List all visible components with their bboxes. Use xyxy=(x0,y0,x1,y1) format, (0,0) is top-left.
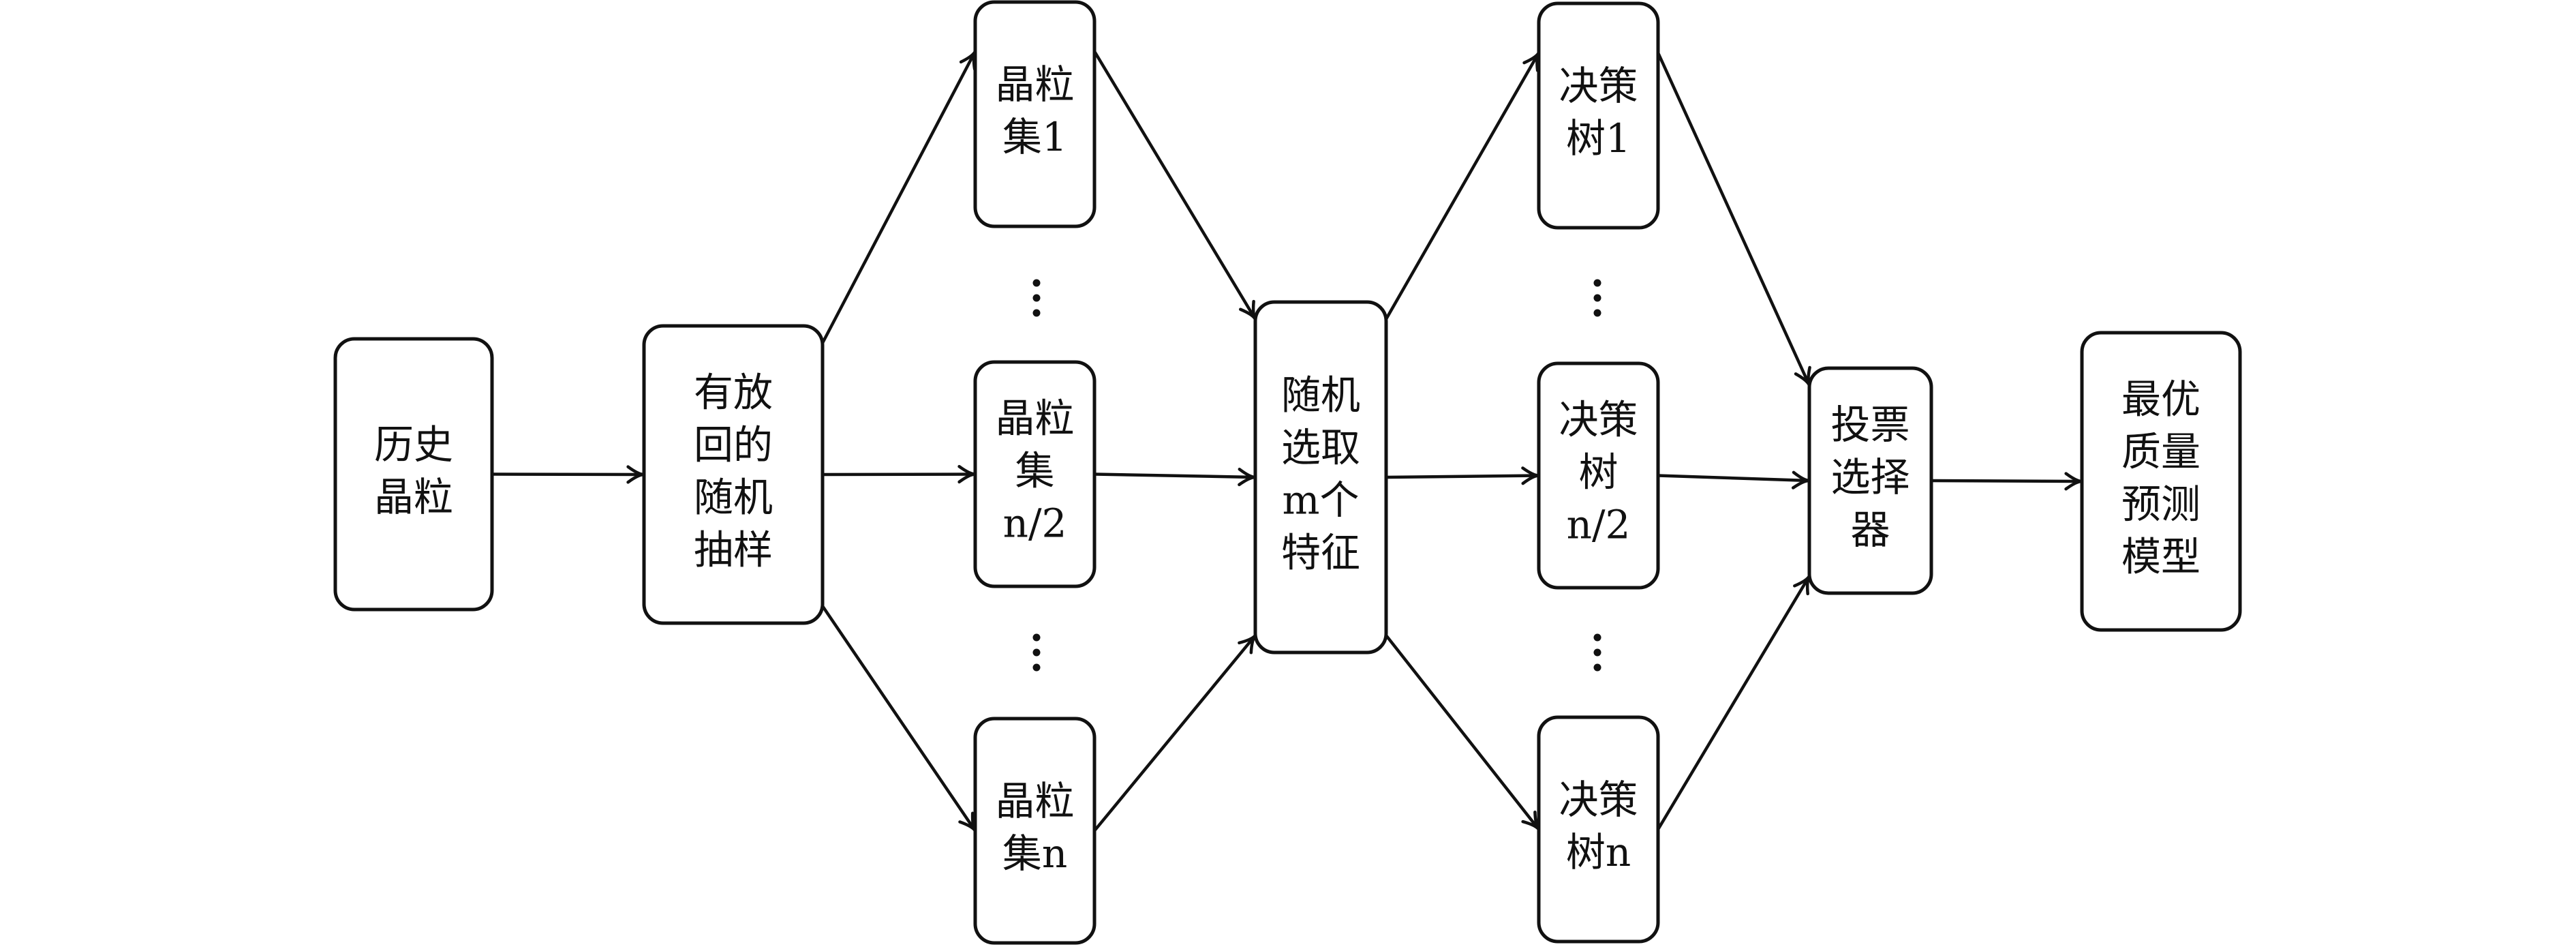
ellipsis-dot xyxy=(1593,633,1601,642)
node-box xyxy=(1537,715,1660,944)
edge-line xyxy=(1657,575,1811,830)
edge-sampling-to-set1 xyxy=(821,50,977,344)
node-label-line: 晶粒 xyxy=(374,474,453,520)
node-label-line: 树n xyxy=(1566,829,1631,875)
node-label-line: 决策 xyxy=(1559,777,1638,823)
node-label-line: 预测 xyxy=(2121,481,2201,528)
node-label-line: 晶粒 xyxy=(995,61,1074,108)
edge-set1-to-feature-select xyxy=(1093,50,1257,321)
edge-history-to-sampling xyxy=(491,465,646,484)
ellipsis-dot xyxy=(1593,663,1601,672)
edge-line xyxy=(821,605,977,832)
node-label-line: 选择 xyxy=(1830,454,1910,500)
node-box xyxy=(642,324,825,625)
node-label-line: 有放 xyxy=(694,370,773,416)
node-label-line: 决策 xyxy=(1559,63,1638,109)
node-box xyxy=(973,717,1097,945)
vertical-ellipsis-icon xyxy=(1593,633,1601,672)
ellipsis-dot xyxy=(1032,309,1041,317)
nodes-layer: 历史晶粒有放回的随机抽样晶粒集1晶粒集n/2晶粒集n随机选取m个特征决策树1决策… xyxy=(333,0,2242,945)
node-label-line: 选取 xyxy=(1281,425,1360,471)
edge-line xyxy=(1656,52,1811,386)
edges-layer xyxy=(491,50,2084,832)
node-box xyxy=(1253,300,1388,655)
ellipsis-layer xyxy=(1032,279,1601,672)
edge-line xyxy=(1094,472,1256,479)
edge-line xyxy=(1093,634,1257,832)
edge-line xyxy=(1385,474,1539,479)
node-box xyxy=(973,360,1097,588)
node-label-line: 晶粒 xyxy=(995,395,1074,442)
vertical-ellipsis-icon xyxy=(1032,633,1041,672)
edge-sampling-to-set-mid xyxy=(822,464,977,484)
node-label-line: 集 xyxy=(1015,448,1054,494)
node-label-line: 决策 xyxy=(1559,397,1638,443)
node-label-line: n/2 xyxy=(1567,502,1631,548)
edge-line xyxy=(1657,474,1810,483)
ellipsis-dot xyxy=(1032,279,1041,287)
edge-tree-n-to-voter xyxy=(1657,574,1811,830)
edge-set-n-to-feature-select xyxy=(1093,633,1257,832)
ellipsis-dot xyxy=(1593,279,1601,287)
ellipsis-dot xyxy=(1032,663,1041,672)
node-label-line: 历史 xyxy=(374,421,453,468)
node-label-line: 树 xyxy=(1578,449,1618,496)
ellipsis-dot xyxy=(1032,648,1041,657)
ellipsis-dot xyxy=(1032,294,1041,302)
edge-feature-select-to-tree-n xyxy=(1385,634,1541,831)
node-label-line: 回的 xyxy=(694,422,773,468)
ellipsis-dot xyxy=(1032,633,1041,642)
node-label-line: 投票 xyxy=(1830,402,1910,448)
edge-sampling-to-set-n xyxy=(821,605,977,832)
node-label-line: 集n xyxy=(1002,830,1067,877)
node-label-line: 抽样 xyxy=(694,527,773,573)
node-label-line: 最优 xyxy=(2121,376,2201,423)
node-label-line: 晶粒 xyxy=(995,778,1074,824)
ellipsis-dot xyxy=(1593,309,1601,317)
vertical-ellipsis-icon xyxy=(1593,279,1601,317)
node-tree-mid: 决策树 n/2 xyxy=(1537,361,1660,590)
node-box xyxy=(1807,366,1933,595)
edge-line xyxy=(1385,52,1540,320)
node-label-line: 集1 xyxy=(1002,114,1067,160)
node-box xyxy=(1537,1,1660,230)
node-label-line: 器 xyxy=(1850,507,1890,553)
node-label-line: 模型 xyxy=(2121,534,2201,580)
node-label-line: n/2 xyxy=(1003,500,1067,547)
node-label-line: 特征 xyxy=(1281,530,1360,576)
node-label-line: 随机 xyxy=(694,475,773,521)
node-box xyxy=(333,337,494,612)
edge-feature-select-to-tree-mid xyxy=(1385,466,1541,485)
edge-tree1-to-voter xyxy=(1656,52,1811,387)
node-label-line: 随机 xyxy=(1281,372,1360,419)
node-label-line: 质量 xyxy=(2121,429,2201,475)
vertical-ellipsis-icon xyxy=(1032,279,1041,317)
edge-line xyxy=(1093,50,1257,320)
node-set-mid: 晶粒集 n/2 xyxy=(973,360,1097,588)
edge-tree-mid-to-voter xyxy=(1657,470,1811,490)
node-label-line: 树1 xyxy=(1566,115,1631,162)
node-box xyxy=(1537,361,1660,590)
ellipsis-dot xyxy=(1593,648,1601,657)
ellipsis-dot xyxy=(1593,294,1601,302)
edge-feature-select-to-tree1 xyxy=(1385,51,1541,320)
node-box xyxy=(2080,331,2242,632)
edge-set-mid-to-feature-select xyxy=(1094,467,1257,487)
edge-line xyxy=(1385,634,1540,830)
node-box xyxy=(973,0,1097,228)
edge-voter-to-best-model xyxy=(1931,472,2084,491)
edge-line xyxy=(821,50,977,344)
node-label-line: m个 xyxy=(1283,477,1360,524)
